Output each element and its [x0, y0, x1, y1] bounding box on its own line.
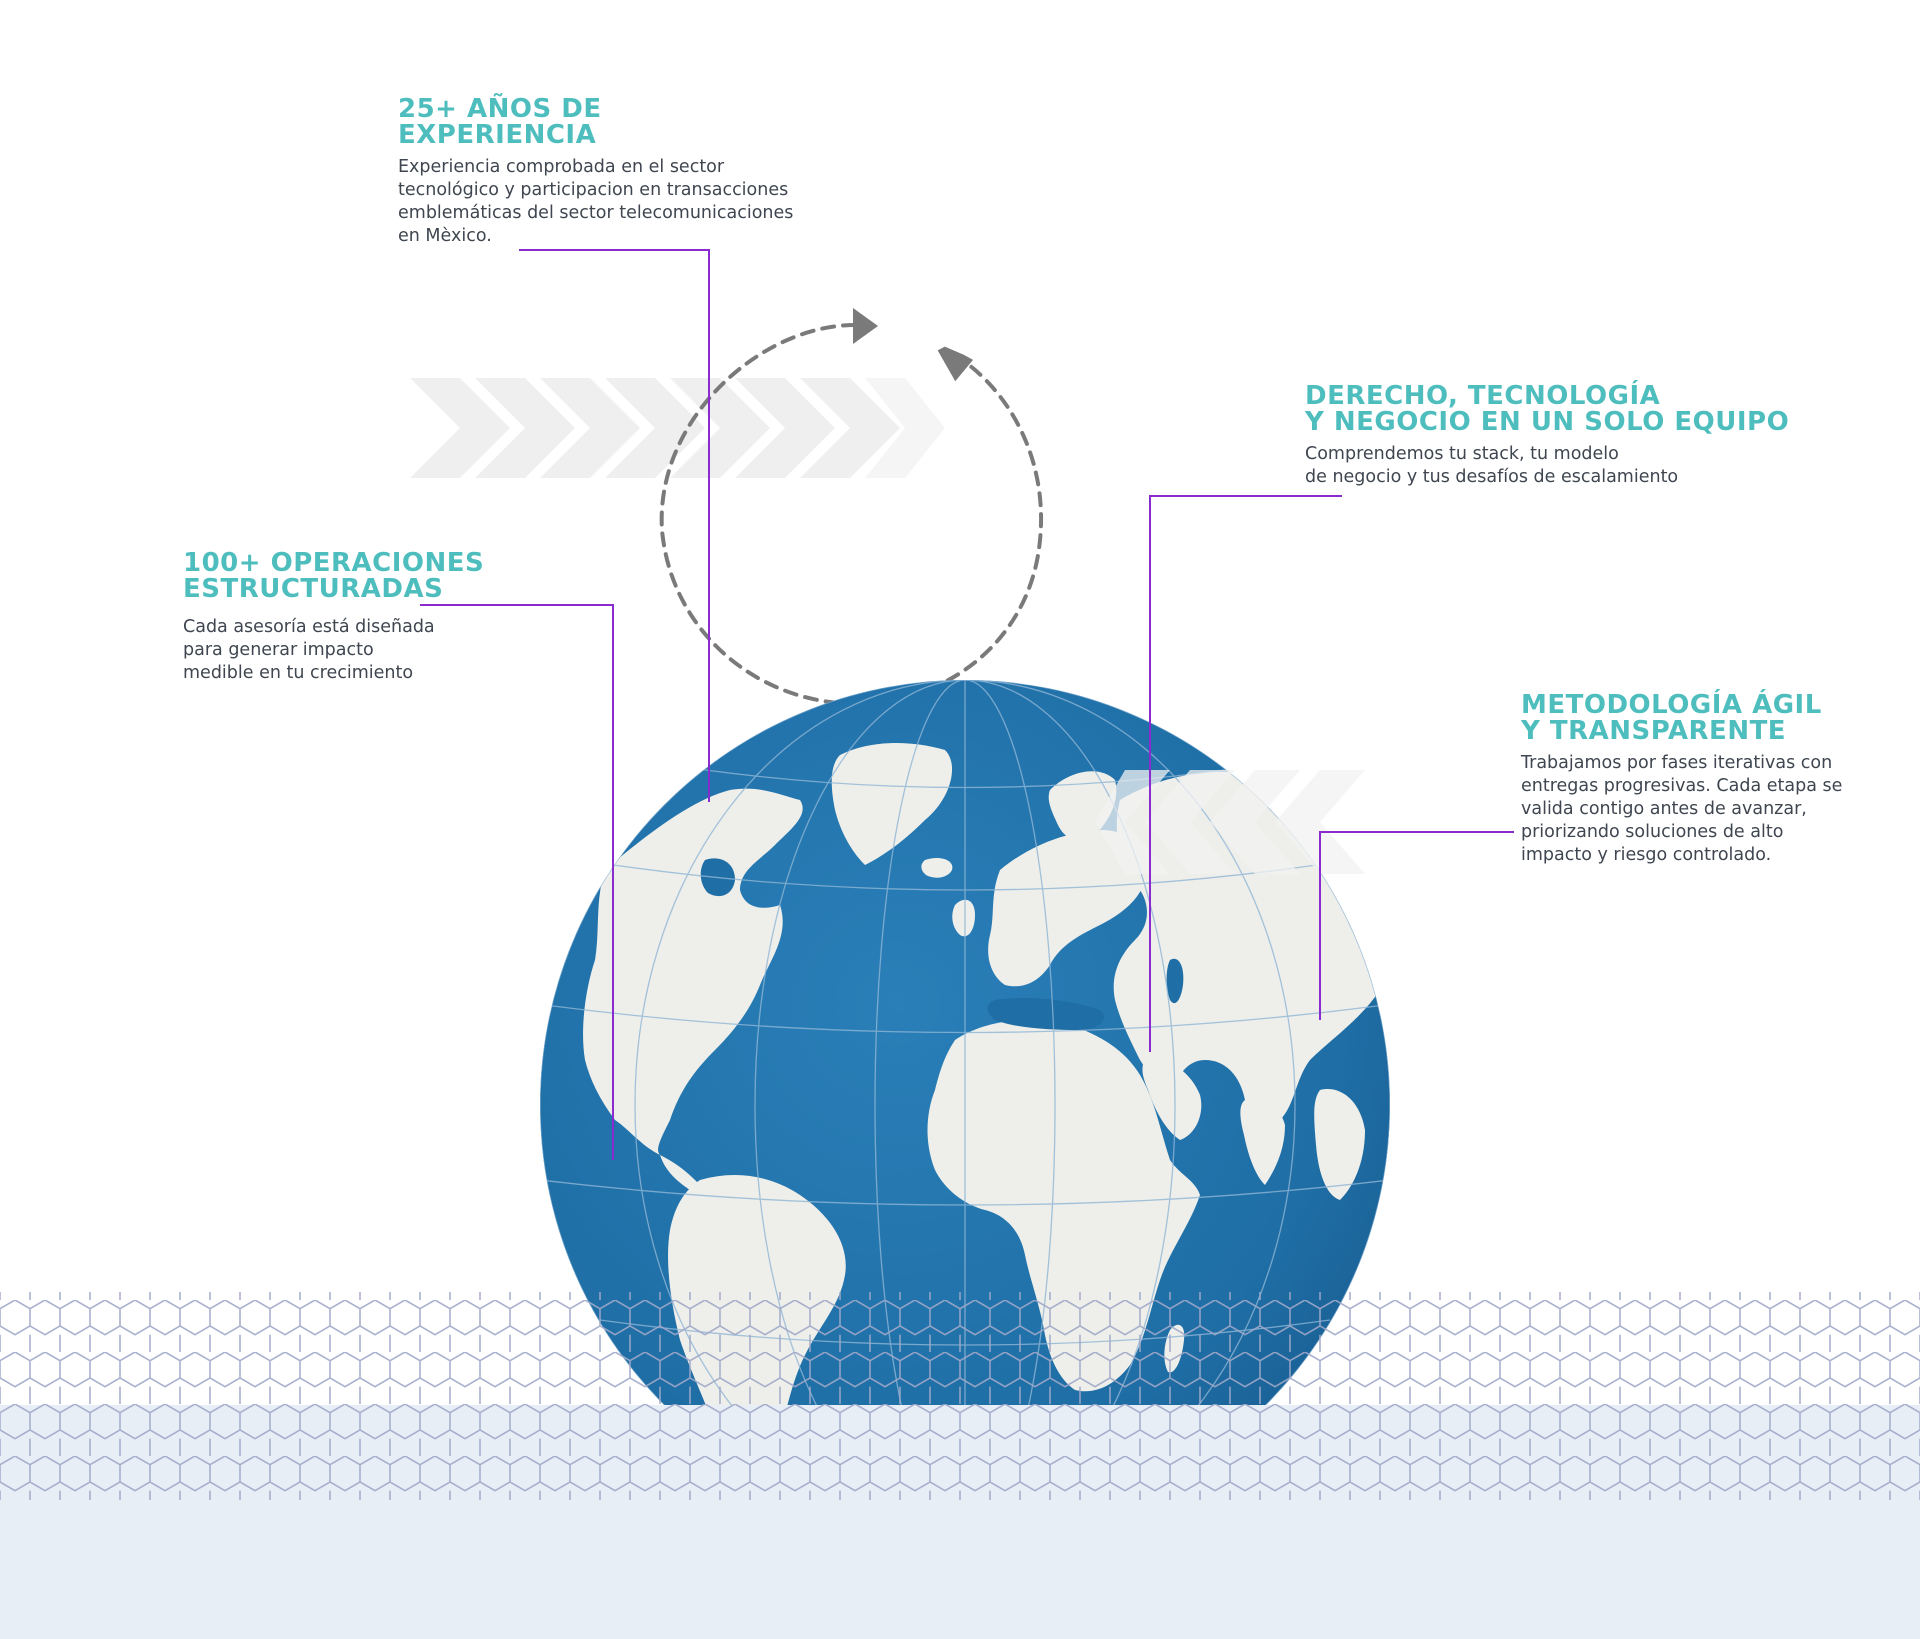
callout-operations-text: Cada asesoría está diseñada para generar…: [183, 616, 484, 685]
text-line: Trabajamos por fases iterativas con: [1521, 753, 1833, 773]
callout-law-tech-title: DERECHO, TECNOLOGÍA Y NEGOCIO EN UN SOLO…: [1305, 383, 1789, 435]
chevron-arrows-left: [410, 378, 945, 478]
text-line: Cada asesoría está diseñada: [183, 617, 435, 637]
text-line: de negocio y tus desafíos de escalamient…: [1305, 467, 1679, 487]
callout-law-tech: DERECHO, TECNOLOGÍA Y NEGOCIO EN UN SOLO…: [1305, 383, 1789, 489]
text-line: impacto y riesgo controlado.: [1521, 845, 1772, 865]
title-line: EXPERIENCIA: [398, 120, 597, 150]
circular-dashed-arrow-icon: [659, 323, 1043, 706]
text-line: para generar impacto: [183, 640, 374, 660]
callout-experience-text: Experiencia comprobada en el sector tecn…: [398, 156, 793, 248]
arrow-head-up: [937, 346, 974, 382]
text-line: priorizando soluciones de alto: [1521, 822, 1784, 842]
text-line: tecnológico y participacion en transacci…: [398, 180, 789, 200]
arrow-head-right: [853, 308, 878, 344]
title-line: METODOLOGÍA ÁGIL: [1521, 690, 1822, 720]
chevron-arrows-right: [1095, 770, 1365, 874]
text-line: Experiencia comprobada en el sector: [398, 157, 725, 177]
title-line: Y TRANSPARENTE: [1521, 716, 1787, 746]
leader-line-methodology: [1319, 831, 1514, 1020]
title-line: Y NEGOCIO EN UN SOLO EQUIPO: [1305, 407, 1790, 437]
title-line: 100+ OPERACIONES: [183, 548, 485, 578]
text-line: en Mèxico.: [398, 226, 492, 246]
callout-law-tech-text: Comprendemos tu stack, tu modelo de nego…: [1305, 443, 1789, 489]
callout-methodology-text: Trabajamos por fases iterativas con entr…: [1521, 752, 1842, 867]
callout-experience-title: 25+ AÑOS DE EXPERIENCIA: [398, 96, 793, 148]
callout-methodology-title: METODOLOGÍA ÁGIL Y TRANSPARENTE: [1521, 692, 1842, 744]
leader-lines: [420, 249, 1514, 1160]
title-line: 25+ AÑOS DE: [398, 94, 602, 124]
leader-line-law-tech: [1149, 495, 1342, 1052]
leader-line-experience: [519, 249, 710, 802]
title-line: DERECHO, TECNOLOGÍA: [1305, 381, 1661, 411]
text-line: valida contigo antes de avanzar,: [1521, 799, 1807, 819]
leader-line-operations: [420, 604, 614, 1160]
text-line: entregas progresivas. Cada etapa se: [1521, 776, 1843, 796]
text-line: Comprendemos tu stack, tu modelo: [1305, 444, 1619, 464]
title-line: ESTRUCTURADAS: [183, 574, 444, 604]
hexagon-mesh-pattern: [0, 1292, 1920, 1500]
callout-operations-title: 100+ OPERACIONES ESTRUCTURADAS: [183, 550, 484, 602]
callout-experience: 25+ AÑOS DE EXPERIENCIA Experiencia comp…: [398, 96, 793, 248]
callout-operations: 100+ OPERACIONES ESTRUCTURADAS Cada ases…: [183, 550, 484, 685]
text-line: emblemáticas del sector telecomunicacion…: [398, 203, 794, 223]
text-line: medible en tu crecimiento: [183, 663, 414, 683]
callout-methodology: METODOLOGÍA ÁGIL Y TRANSPARENTE Trabajam…: [1521, 692, 1842, 867]
